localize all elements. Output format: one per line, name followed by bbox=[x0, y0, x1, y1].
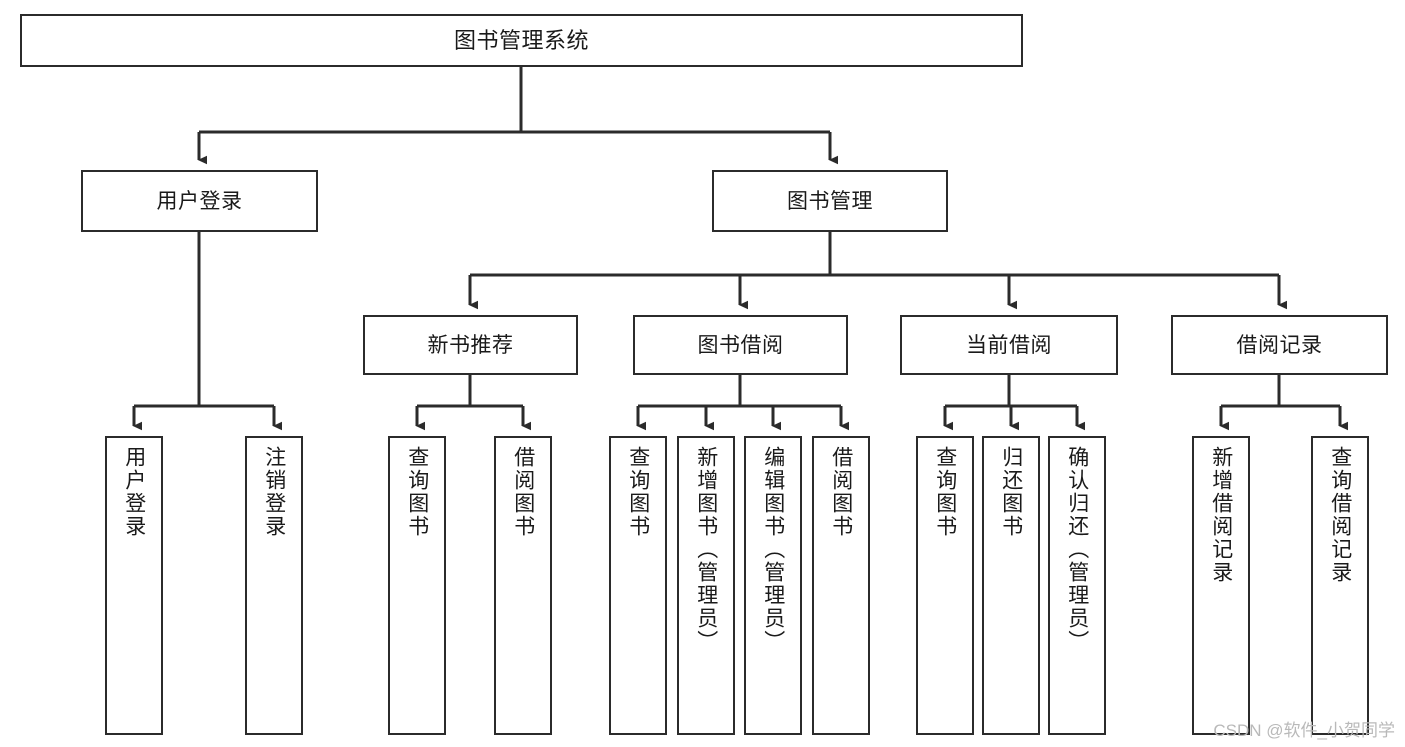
watermark-text: CSDN @软件_小贺同学 bbox=[1213, 721, 1395, 740]
node-root-book-management-system[interactable]: 图书管理系统 bbox=[20, 14, 1023, 67]
node-label: 图书管理 bbox=[787, 189, 873, 213]
node-label: 查询图书 bbox=[626, 446, 650, 538]
leaf-book-borrow-edit-admin[interactable]: 编辑图书（管理员） bbox=[744, 436, 802, 735]
leaf-borrow-record-add[interactable]: 新增借阅记录 bbox=[1192, 436, 1250, 735]
leaf-current-borrow-query[interactable]: 查询图书 bbox=[916, 436, 974, 735]
leaf-book-borrow-add-admin[interactable]: 新增图书（管理员） bbox=[677, 436, 735, 735]
node-label: 查询图书 bbox=[405, 446, 429, 538]
node-user-login[interactable]: 用户登录 bbox=[81, 170, 318, 232]
node-label: 新书推荐 bbox=[427, 333, 514, 357]
node-label: 图书管理系统 bbox=[453, 27, 589, 53]
leaf-user-login-logout[interactable]: 注销登录 bbox=[245, 436, 303, 735]
leaf-new-book-query[interactable]: 查询图书 bbox=[388, 436, 446, 735]
leaf-new-book-borrow[interactable]: 借阅图书 bbox=[494, 436, 552, 735]
node-label: 确认归还（管理员） bbox=[1065, 446, 1089, 653]
leaf-borrow-record-query[interactable]: 查询借阅记录 bbox=[1311, 436, 1369, 735]
node-label: 借阅图书 bbox=[511, 446, 535, 538]
node-label: 借阅图书 bbox=[829, 446, 853, 538]
leaf-book-borrow-borrow[interactable]: 借阅图书 bbox=[812, 436, 870, 735]
node-label: 归还图书 bbox=[999, 446, 1023, 538]
node-label: 图书借阅 bbox=[697, 333, 784, 357]
node-book-management[interactable]: 图书管理 bbox=[712, 170, 948, 232]
node-label: 查询借阅记录 bbox=[1328, 446, 1352, 584]
node-label: 编辑图书（管理员） bbox=[761, 446, 785, 653]
leaf-current-borrow-confirm-admin[interactable]: 确认归还（管理员） bbox=[1048, 436, 1106, 735]
leaf-current-borrow-return[interactable]: 归还图书 bbox=[982, 436, 1040, 735]
leaf-user-login-login[interactable]: 用户登录 bbox=[105, 436, 163, 735]
node-label: 借阅记录 bbox=[1236, 333, 1323, 357]
leaf-book-borrow-query[interactable]: 查询图书 bbox=[609, 436, 667, 735]
node-new-book-recommend[interactable]: 新书推荐 bbox=[363, 315, 578, 375]
node-label: 用户登录 bbox=[156, 189, 243, 213]
node-current-borrow[interactable]: 当前借阅 bbox=[900, 315, 1118, 375]
node-label: 新增借阅记录 bbox=[1209, 446, 1233, 584]
node-label: 当前借阅 bbox=[966, 333, 1052, 357]
node-label: 注销登录 bbox=[262, 446, 286, 538]
node-label: 新增图书（管理员） bbox=[694, 446, 718, 653]
node-label: 用户登录 bbox=[122, 446, 146, 538]
node-label: 查询图书 bbox=[933, 446, 957, 538]
node-book-borrow[interactable]: 图书借阅 bbox=[633, 315, 848, 375]
node-borrow-record[interactable]: 借阅记录 bbox=[1171, 315, 1388, 375]
